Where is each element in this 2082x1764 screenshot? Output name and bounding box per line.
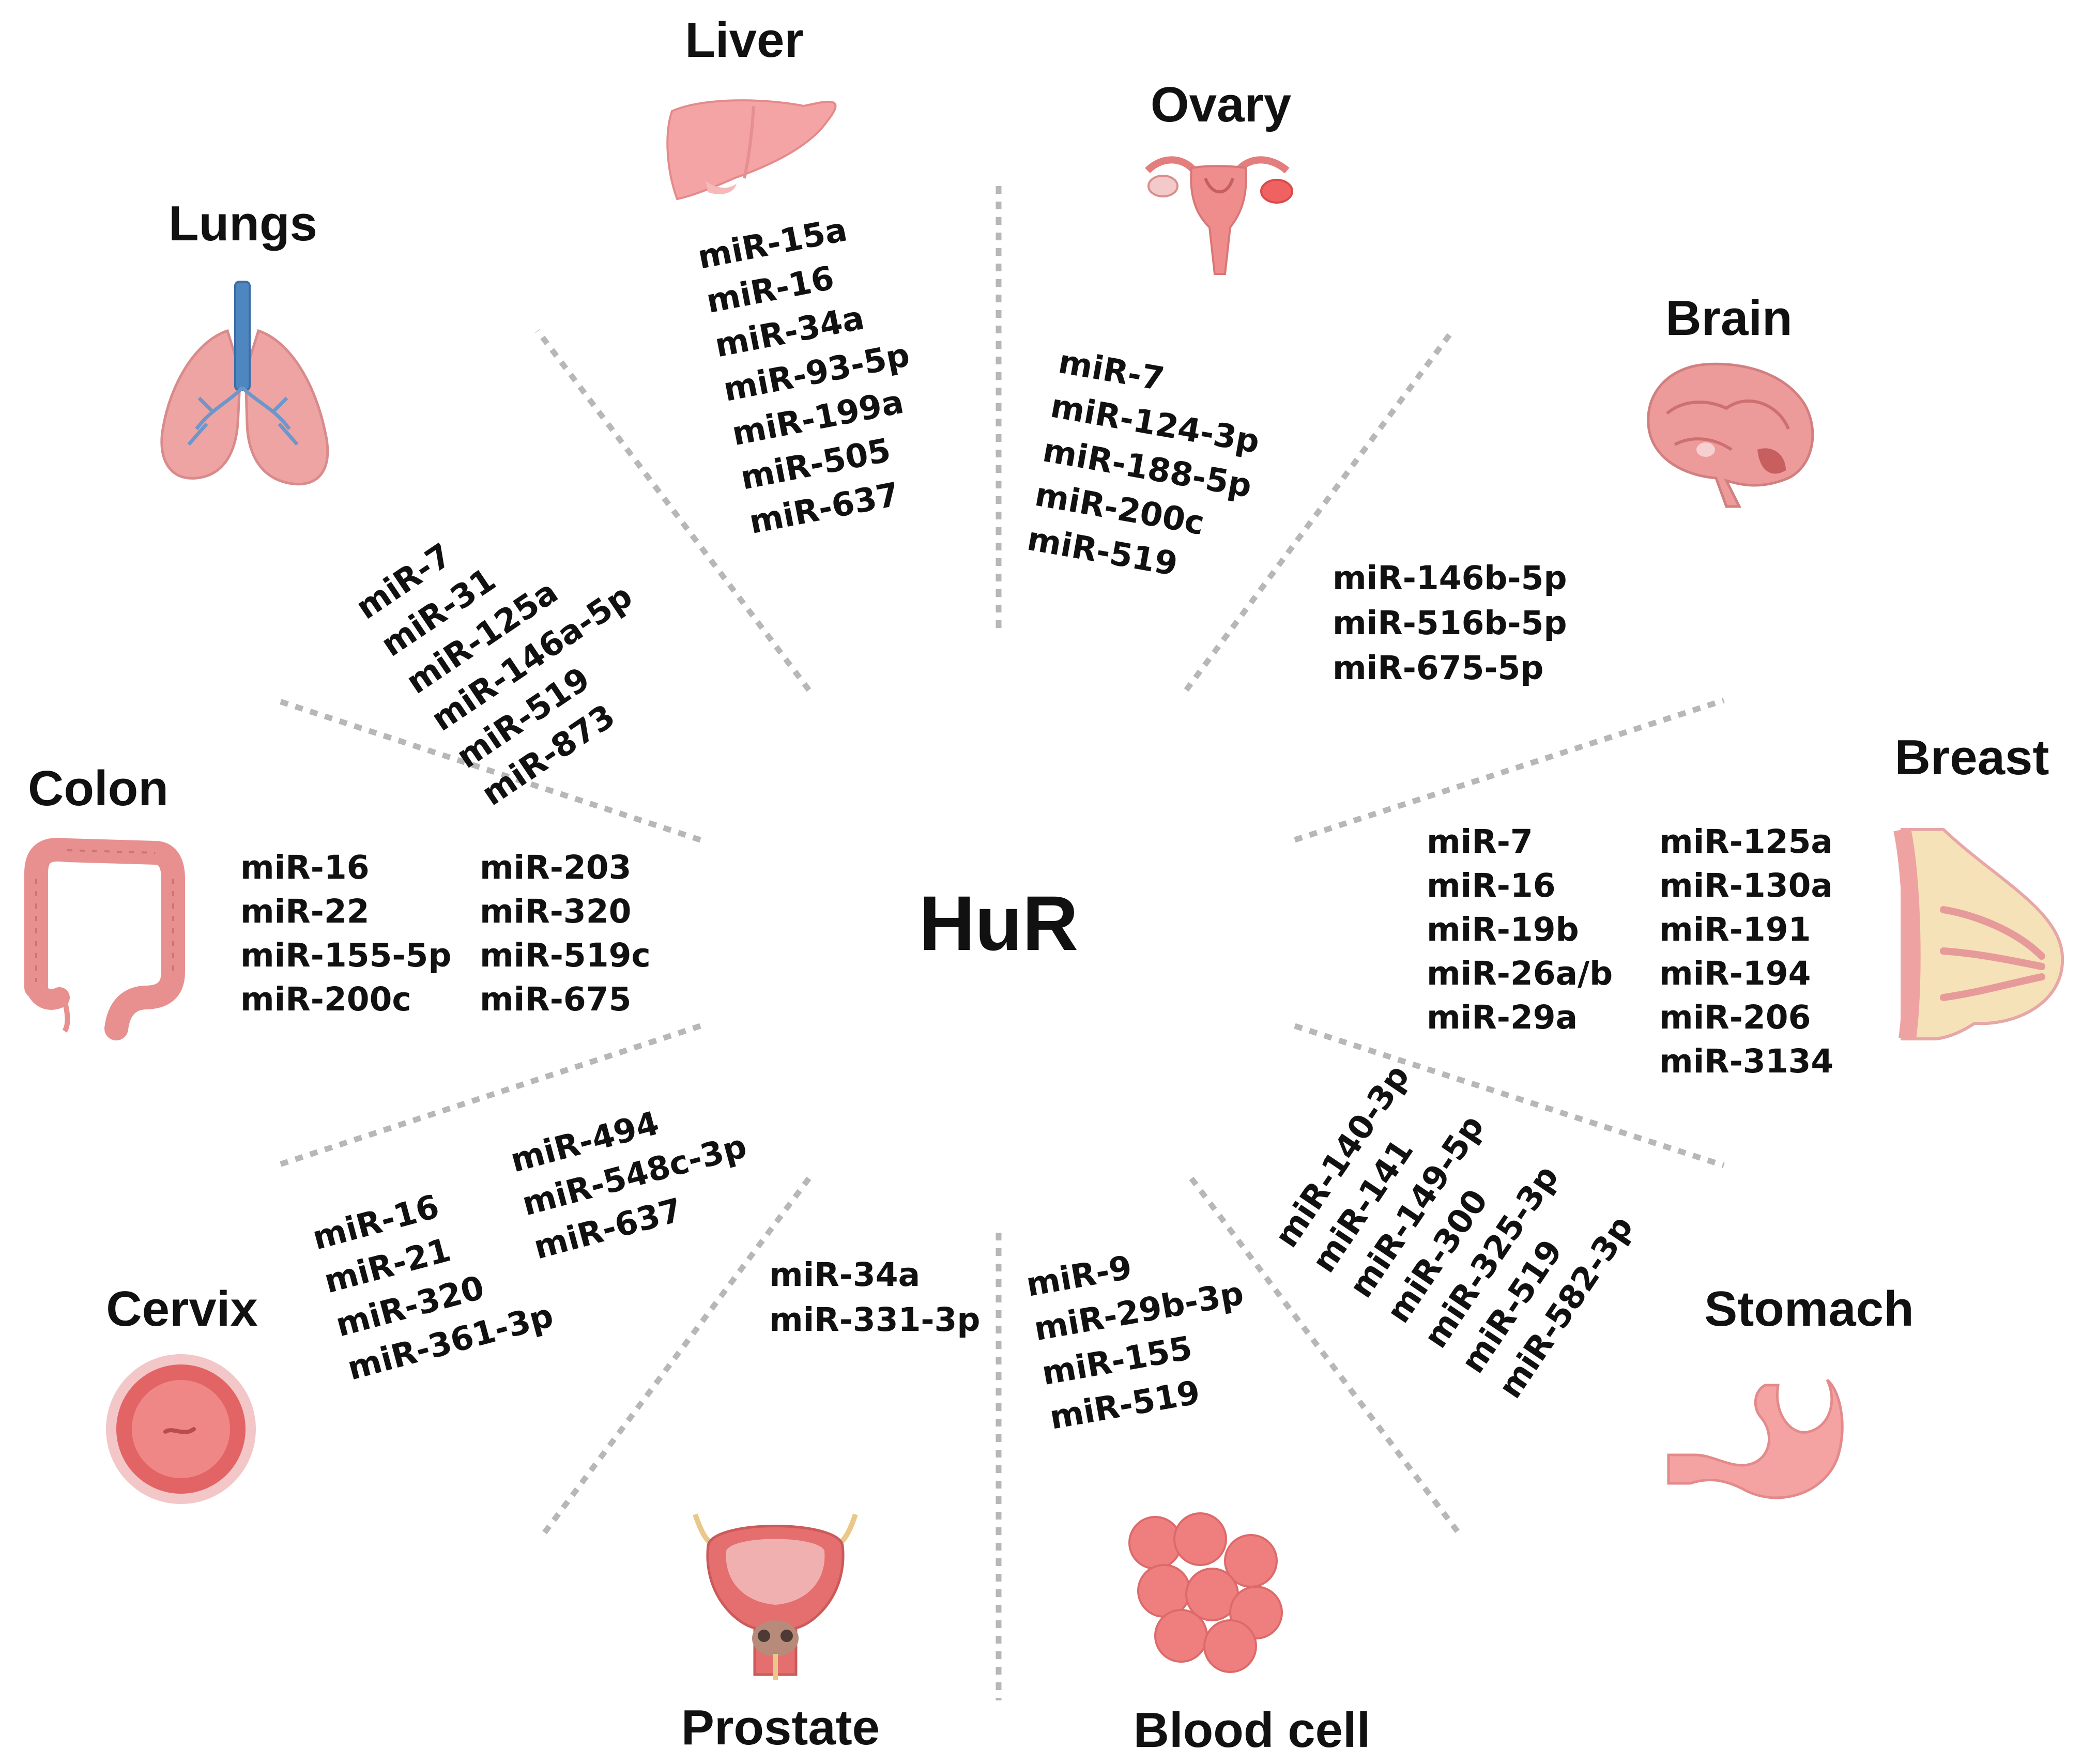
breast-title: Breast <box>1895 730 2049 785</box>
stomach-title: Stomach <box>1704 1281 1913 1337</box>
liver-mir-list: miR-15a miR-16 miR-34a miR-93-5p miR-199… <box>695 210 913 541</box>
breast-mir-item: miR-16 <box>1427 867 1556 904</box>
breast-mir-item: miR-29a <box>1427 999 1578 1036</box>
organ-ovary: Ovary miR-7 miR-124-3p miR-188-5p miR-20… <box>1024 77 1293 584</box>
brain-title: Brain <box>1665 290 1792 346</box>
prostate-title: Prostate <box>681 1700 880 1755</box>
breast-mir-item: miR-7 <box>1427 823 1533 861</box>
divider-breast-stomach <box>1294 1023 1725 1169</box>
divider-cervix-prostate <box>540 1176 812 1537</box>
breast-mir-item: miR-3134 <box>1659 1042 1833 1080</box>
blood-title: Blood cell <box>1134 1702 1371 1758</box>
breast-mir-item: miR-206 <box>1659 999 1811 1036</box>
organ-cervix: Cervix miR-16 miR-21 miR-320 miR-361-3p … <box>106 1104 751 1504</box>
brain-mir-item: miR-516b-5p <box>1333 604 1567 642</box>
cervix-mir-list-left: miR-16 miR-21 miR-320 miR-361-3p <box>309 1187 557 1387</box>
brain-mir-item: miR-675-5p <box>1333 649 1544 687</box>
organ-liver: Liver miR-15a miR-16 miR-34a miR-93-5p m… <box>666 12 913 541</box>
colon-icon <box>24 837 185 1040</box>
colon-title: Colon <box>28 761 169 816</box>
brain-mir-list: miR-146b-5p miR-516b-5p miR-675-5p <box>1333 559 1567 687</box>
divider-ovary-brain <box>1184 329 1455 692</box>
liver-icon <box>666 99 837 201</box>
prostate-mir-item: miR-34a <box>769 1256 920 1294</box>
organ-lungs: Lungs miR-7 miR-31 miR-125a miR-146a-5p … <box>160 196 639 813</box>
prostate-icon <box>693 1513 858 1680</box>
colon-mir-item: miR-675 <box>480 980 631 1018</box>
prostate-mir-item: miR-331-3p <box>769 1301 981 1339</box>
brain-icon <box>1647 362 1814 508</box>
breast-icon <box>1893 827 2064 1040</box>
brain-mir-item: miR-146b-5p <box>1333 559 1567 597</box>
cervix-icon <box>106 1354 256 1504</box>
lungs-mir-list: miR-7 miR-31 miR-125a miR-146a-5p miR-51… <box>349 536 639 813</box>
organ-prostate: Prostate miR-34a miR-331-3p <box>681 1256 981 1755</box>
breast-mir-item: miR-19b <box>1427 911 1579 948</box>
divider-colon-lungs <box>275 697 701 843</box>
blood-mir-list: miR-9 miR-29b-3p miR-155 miR-519 <box>1023 1248 1246 1437</box>
ovary-mir-list: miR-7 miR-124-3p miR-188-5p miR-200c miR… <box>1024 343 1262 584</box>
center-label: HuR <box>919 880 1078 967</box>
divider-colon-cervix <box>275 1023 701 1169</box>
organ-brain: Brain miR-146b-5p miR-516b-5p miR-675-5p <box>1333 290 1814 687</box>
colon-mir-item: miR-200c <box>240 980 411 1018</box>
divider-blood-stomach <box>1189 1176 1463 1537</box>
colon-mir-item: miR-519c <box>480 937 651 974</box>
colon-mir-item: miR-22 <box>240 893 370 930</box>
breast-mir-item: miR-130a <box>1659 867 1833 904</box>
lungs-icon <box>160 281 329 486</box>
divider-lungs-liver <box>535 329 812 692</box>
breast-mir-item: miR-191 <box>1659 911 1811 948</box>
uterus-icon <box>1145 156 1293 275</box>
breast-mir-item: miR-194 <box>1659 955 1811 992</box>
cervix-title: Cervix <box>106 1281 258 1337</box>
organ-breast: Breast miR-7 miR-16 miR-19b miR-26a/b mi… <box>1427 730 2064 1080</box>
lungs-title: Lungs <box>169 196 317 251</box>
liver-title: Liver <box>685 12 803 68</box>
divider-brain-breast <box>1294 697 1725 843</box>
dividers <box>275 183 1725 1700</box>
colon-mir-item: miR-203 <box>480 849 631 886</box>
breast-mir-list-right: miR-125a miR-130a miR-191 miR-194 miR-20… <box>1659 823 1833 1080</box>
breast-mir-item: miR-26a/b <box>1427 955 1613 992</box>
prostate-mir-list: miR-34a miR-331-3p <box>769 1256 981 1339</box>
breast-mir-list-left: miR-7 miR-16 miR-19b miR-26a/b miR-29a <box>1427 823 1613 1036</box>
organ-blood: Blood cell miR-9 miR-29b-3p miR-155 miR-… <box>1023 1248 1371 1758</box>
colon-mir-list-right: miR-203 miR-320 miR-519c miR-675 <box>480 849 651 1018</box>
ovary-title: Ovary <box>1151 77 1291 132</box>
colon-mir-list-left: miR-16 miR-22 miR-155-5p miR-200c <box>240 849 452 1018</box>
cervix-mir-list-right: miR-494 miR-548c-3p miR-637 <box>507 1104 751 1267</box>
colon-mir-item: miR-155-5p <box>240 937 452 974</box>
organ-colon: Colon miR-16 miR-22 miR-155-5p miR-200c … <box>24 761 651 1040</box>
blood-cell-icon <box>1128 1512 1283 1673</box>
breast-mir-item: miR-125a <box>1659 823 1833 861</box>
stomach-icon <box>1667 1379 1844 1499</box>
colon-mir-item: miR-16 <box>240 849 370 886</box>
colon-mir-item: miR-320 <box>480 893 631 930</box>
